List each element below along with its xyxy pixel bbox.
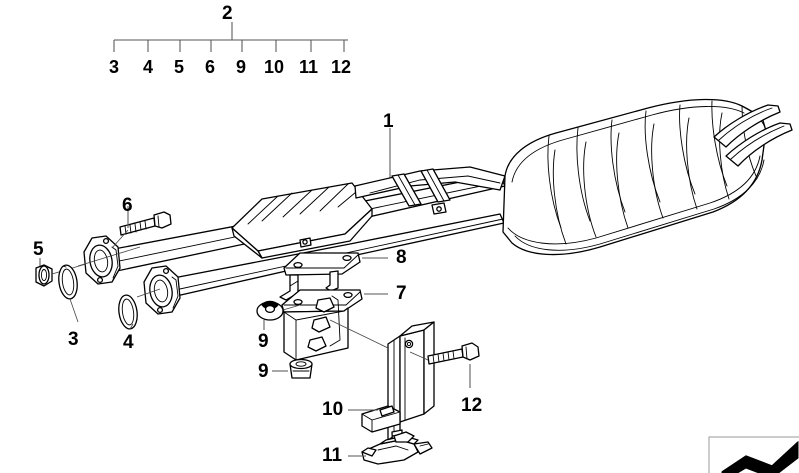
callout-label-10-group: 10 — [264, 57, 285, 77]
callout-label-11-group: 11 — [299, 57, 319, 77]
callout-label-12: 12 — [461, 395, 483, 416]
callout-label-1: 1 — [383, 111, 394, 132]
part-9-rubber-mounting — [256, 300, 301, 330]
callout-label-3: 3 — [68, 329, 79, 350]
callout-label-11: 11 — [322, 445, 343, 466]
callout-label-9b: 9 — [258, 361, 269, 382]
part-11-clamp-holder — [348, 431, 433, 465]
callout-label-4-group: 4 — [143, 57, 154, 77]
callout-label-5-group: 5 — [174, 57, 185, 77]
part-9-rubber-sleeve — [272, 358, 313, 379]
front-flange — [83, 235, 121, 285]
part-12-hex-bolt-long — [409, 342, 480, 388]
callout-label-6-group: 6 — [205, 57, 216, 77]
callout-label-2: 2 — [222, 3, 233, 24]
part-3-gasket-ring — [58, 246, 141, 323]
silencer-body — [502, 98, 767, 256]
callout-label-9-group: 9 — [236, 57, 247, 77]
callout-label-7: 7 — [396, 283, 407, 304]
part-6-hex-bolt — [111, 206, 172, 249]
callout-label-12-group: 12 — [331, 57, 352, 77]
callout-label-9a: 9 — [258, 331, 269, 352]
tailpipes — [713, 104, 793, 167]
callout-label-6: 6 — [122, 195, 133, 216]
exhaust-main-assembly — [83, 98, 793, 315]
heat-shield-wrap — [231, 182, 373, 259]
callout-label-5: 5 — [33, 239, 44, 260]
part-7-support-bracket-lower — [281, 289, 388, 361]
callout-label-4: 4 — [123, 332, 134, 353]
group-callout-bracket — [113, 22, 348, 52]
part-5-hex-nut — [35, 258, 87, 287]
callout-label-3-group: 3 — [109, 57, 120, 77]
rear-flange — [143, 265, 181, 315]
callout-label-8: 8 — [396, 247, 407, 268]
part-4-gasket-ring — [118, 288, 161, 330]
callout-label-10: 10 — [322, 399, 344, 420]
corner-logo-watermark — [708, 436, 799, 473]
